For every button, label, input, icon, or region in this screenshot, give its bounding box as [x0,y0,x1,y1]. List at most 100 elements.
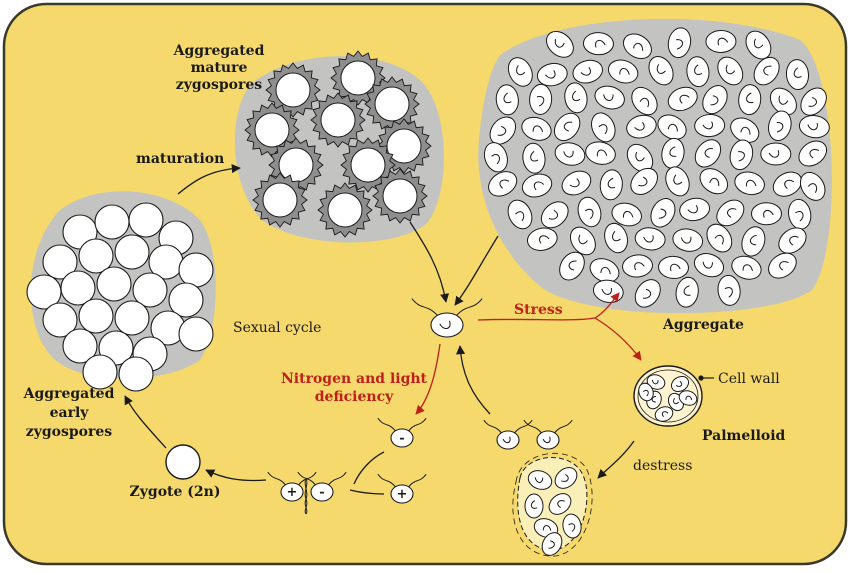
aggregate-cell [607,59,639,84]
plus-sign: + [287,485,298,500]
mature-zygospore-core [275,72,311,108]
arrow-zygote-to-early [124,395,167,449]
aggregate-cell [540,201,569,229]
early-zygospore-cell [94,204,130,240]
mature-zygospore-core [350,147,386,183]
aggregate-cell [521,173,553,198]
vegetative-cell-icon [411,298,483,338]
minus-sign: - [319,485,324,500]
aggregate-cell [564,82,588,114]
aggregate-cell [741,226,766,257]
aggregate-cell [522,142,546,174]
zygote-label: Zygote (2n) [130,484,221,500]
aggregate-cell [483,142,508,173]
aggregate-cell [626,114,657,139]
aggregate-cell [495,84,519,116]
mature-zygospores-label-1: Aggregated [173,43,265,59]
aggregate-cell [622,33,652,60]
mature-zygospore-core [374,86,410,122]
aggregate-cell [622,254,653,278]
mature-zygospore-core [386,128,422,164]
aggregate-cell [507,199,533,230]
aggregate-cell [729,139,754,171]
aggregate-cell [705,29,737,53]
mature-zygospore-core [327,192,363,228]
early-zygospore-cell [62,328,98,364]
released-cell-icon [483,419,533,450]
aggregate-cell [553,112,581,142]
aggregate-cell [787,198,812,230]
aggregate-cell [686,56,710,88]
maturation-label: maturation [136,151,224,167]
aggregate-label: Aggregate [662,317,744,333]
aggregate-cell [521,116,552,141]
minus-gamete-icon: - [377,417,427,448]
mature-zygospores-label-3: zygospores [176,77,263,93]
aggregate-cell [529,83,553,115]
arrow-maturation [177,164,241,195]
aggregate-cell [675,276,699,308]
aggregate-cell [753,56,780,86]
aggregate-cell [694,139,722,168]
aggregate-cell [546,30,574,58]
aggregate-cell [693,253,725,278]
early-zygospore-cell [114,300,150,336]
aggregate-cell [631,86,658,116]
aggregate-cell [569,226,596,256]
mating-plus-gamete-icon: + [267,471,317,502]
aggregate-cell [768,110,792,142]
aggregate-cell [772,171,803,197]
early-zygospore-cell [132,272,168,308]
mature-zygospore-core [320,102,356,138]
sexual-cycle-label: Sexual cycle [233,320,321,336]
aggregate-cell [672,228,704,252]
aggregate-cell [667,27,692,59]
aggregate-cell [717,274,741,306]
released-cell-icon [523,419,573,450]
aggregate-cell [536,62,568,87]
palmelloid-cell [670,375,690,393]
aggregate-cell [785,59,810,91]
aggregate-cell [626,143,654,173]
aggregate-cell [799,171,826,201]
destress-cell [524,493,544,519]
aggregate-cell [699,168,729,195]
arrow-to-zygote [205,469,267,482]
early-zygospore-cell [42,244,78,280]
aggregate-cell [648,56,674,86]
destress-cell [541,532,563,556]
early-zygospores-cluster [26,202,214,392]
arrow-gametes-merge [353,451,385,485]
early-zygospore-cell [82,354,118,390]
aggregate-cell [665,166,690,197]
arrow-mature-to-cell [409,221,450,303]
aggregate-cell [572,59,603,84]
early-zygospore-cell [118,356,154,392]
plus-gamete-icon: + [377,473,427,504]
aggregate-cell [582,32,614,56]
aggregate-cell [769,87,797,116]
aggregate-cell [658,255,689,279]
aggregate-cell [634,227,666,251]
aggregate-cell [778,227,807,254]
aggregate-cell [679,197,711,222]
minus-sign: - [399,431,404,446]
destress-cell [548,493,572,515]
cell-wall-label: Cell wall [718,371,780,387]
mature-zygospore-core [278,147,314,183]
arrow-nitrogen [415,343,441,415]
mature-zygospore-core [254,112,290,148]
nitrogen-label-1: Nitrogen and light [281,371,428,387]
early-zygospore-cell [114,234,150,270]
aggregate-cell [800,87,827,116]
zygote-circle-icon [165,444,201,480]
early-zygospore-cell [96,266,132,302]
aggregate-cell [526,227,558,251]
early-zygospore-cell [78,298,114,334]
aggregate-cell [716,199,745,227]
aggregate-cell [630,167,658,195]
aggregate-cell [577,196,602,228]
aggregate-cell [706,223,733,253]
aggregate-cell [650,198,676,228]
